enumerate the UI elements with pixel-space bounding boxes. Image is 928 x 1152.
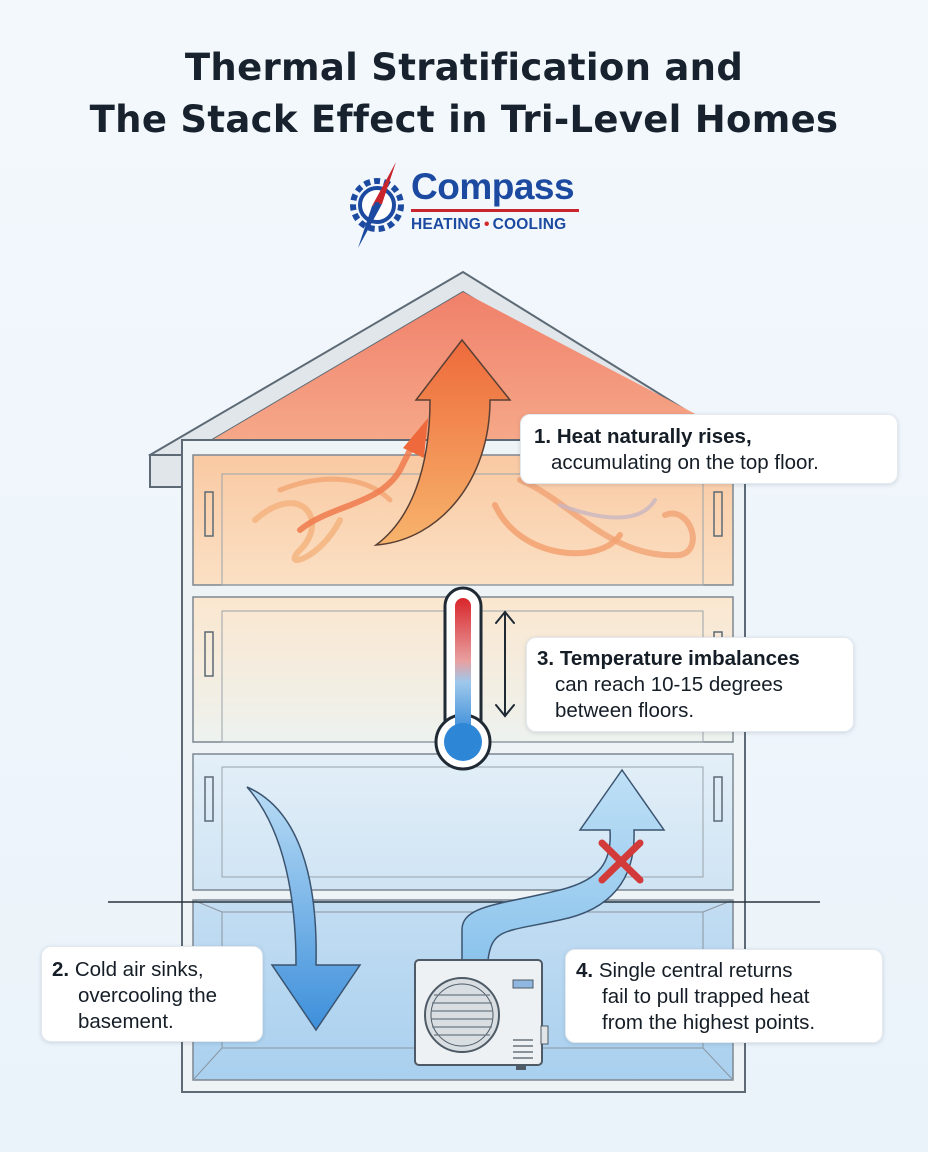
thermometer-icon xyxy=(434,586,492,771)
callout-number: 1. xyxy=(534,425,552,448)
ac-unit-icon xyxy=(414,959,549,1070)
page-title-line-2: The Stack Effect in Tri-Level Homes xyxy=(89,98,839,141)
callout-text: accumulating on the top floor. xyxy=(551,451,819,474)
logo-dot: • xyxy=(484,216,490,233)
callout-text: overcooling the xyxy=(78,984,218,1007)
callout-lead: Cold air sinks, xyxy=(74,958,204,981)
logo-tagline-right: COOLING xyxy=(492,216,567,233)
callout-cold-air-sinks: 2. Cold air sinks, overcooling the basem… xyxy=(41,946,263,1042)
callout-temperature-imbalance: 3. Temperature imbalances can reach 10-1… xyxy=(526,637,854,732)
logo-name: Compass xyxy=(411,166,575,207)
callout-text: from the highest points. xyxy=(602,1011,816,1034)
page-title-line-1: Thermal Stratification and xyxy=(184,46,744,89)
warm-air-swirls xyxy=(252,418,696,563)
warm-air-arrow-icon xyxy=(373,338,512,546)
callout-text: can reach 10-15 degrees xyxy=(555,673,783,696)
cold-air-arrow-icon xyxy=(246,786,362,1032)
callout-lead: Heat naturally rises, xyxy=(556,425,752,448)
compass-gear-icon xyxy=(350,162,404,248)
callout-number: 3. xyxy=(537,647,555,670)
callout-lead: Temperature imbalances xyxy=(559,647,800,670)
callout-text: between floors. xyxy=(555,699,695,722)
callout-number: 2. xyxy=(52,958,70,981)
callout-text: fail to pull trapped heat xyxy=(602,985,810,1008)
callout-number: 4. xyxy=(576,959,594,982)
callout-lead: Single central returns xyxy=(598,959,793,982)
callout-single-returns: 4. Single central returns fail to pull t… xyxy=(565,949,883,1043)
blocked-return-arrow-icon xyxy=(461,768,666,961)
callout-heat-rises: 1. Heat naturally rises, accumulating on… xyxy=(520,414,898,484)
double-arrow-icon xyxy=(495,610,515,718)
logo-rule xyxy=(411,209,579,212)
callout-text: basement. xyxy=(78,1010,174,1033)
logo-tagline-left: HEATING xyxy=(411,216,481,233)
logo-tagline: HEATING•COOLING xyxy=(411,216,566,234)
x-mark-icon xyxy=(598,839,644,884)
